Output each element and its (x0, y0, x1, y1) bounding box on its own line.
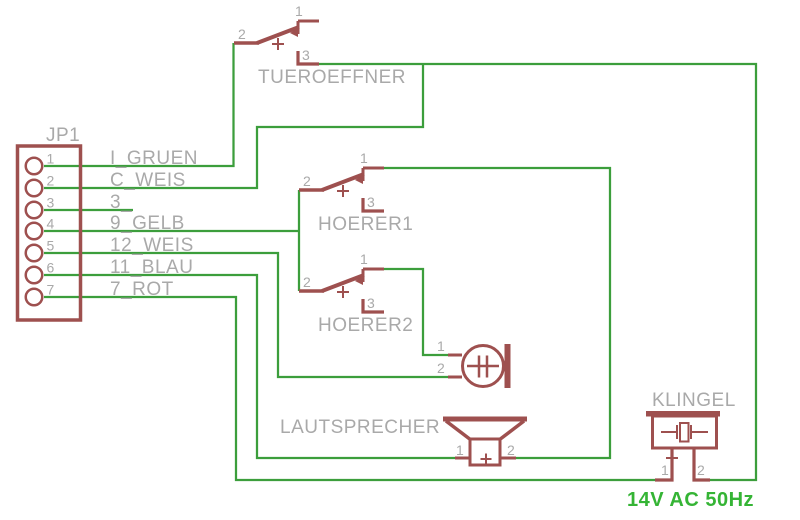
bell-pin2-leg (692, 448, 710, 482)
bell-pin2-label: 2 (697, 462, 705, 478)
net-label-12-weis: 12_WEIS (110, 235, 194, 256)
jp1-pin2-circle (24, 178, 44, 198)
switch-pin3-lead (361, 299, 384, 314)
nets (44, 43, 758, 482)
switch-pin1-label: 1 (360, 150, 368, 166)
switch-pin3-label: 3 (302, 47, 310, 63)
klingel-name-label: KLINGEL (652, 390, 736, 411)
wire-i-gruen (44, 43, 235, 168)
jp1-pin4-circle (24, 221, 44, 241)
klingel-symbol: 1 2 (646, 411, 720, 482)
jp1-pin3-number: 3 (47, 195, 55, 211)
net-label-c-weis: C_WEIS (110, 170, 186, 191)
speaker-horn-right (497, 419, 526, 442)
mic-membrane-bar (504, 344, 511, 388)
mic-body-circle (461, 344, 505, 388)
switch-plus-mark (272, 38, 284, 50)
hoerer2-name-label: HOERER2 (318, 315, 413, 336)
jp1-pin2-number: 2 (47, 173, 55, 189)
switch-pin2-label: 2 (303, 274, 311, 290)
lautsprecher-name-label: LAUTSPRECHER (280, 417, 440, 438)
speaker-plus-mark (480, 453, 492, 465)
jp1-pin6-number: 6 (47, 260, 55, 276)
wire-hoerer1-speaker (384, 166, 612, 460)
switch-contact-arrow (290, 28, 298, 37)
switch-pin3-lead (296, 51, 319, 66)
mic-pin2-label: 2 (437, 360, 445, 376)
hoerer1-switch: 1 2 3 (299, 150, 384, 213)
speaker-pin2-label: 2 (507, 442, 515, 458)
tueroeffner-name-label: TUEROEFFNER (258, 67, 406, 88)
switch-pin1-label: 1 (360, 251, 368, 267)
bell-element-left-lead (661, 425, 678, 439)
speaker-box (468, 437, 502, 467)
switch-contact-arrow (355, 175, 363, 184)
net-label-3: 3_ (110, 192, 132, 213)
wire-7-rot (44, 295, 655, 482)
wire-12-weis (44, 251, 448, 379)
jp1-box (15, 144, 83, 322)
jp1-pin7-circle (24, 287, 44, 307)
jp1-pin7-number: 7 (47, 282, 55, 298)
bell-top-bar (646, 411, 720, 417)
net-label-11-blau: 11_BLAU (110, 257, 193, 278)
switch-pin1-label: 1 (295, 3, 303, 19)
jp1-pin1-number: 1 (47, 151, 55, 167)
bell-plus-mark (666, 452, 678, 464)
wire-c-weis-b (319, 62, 758, 482)
switch-lever (321, 273, 365, 293)
bell-box (651, 414, 718, 450)
jp1-pin5-number: 5 (47, 238, 55, 254)
power-spec-label: 14V AC 50Hz (627, 489, 754, 511)
switch-pin2-label: 2 (238, 26, 246, 42)
jp1-name-label: JP1 (46, 125, 80, 146)
wire-hoerer2-mic (384, 267, 448, 357)
speaker-horn-left (444, 419, 473, 442)
hoerer1-name-label: HOERER1 (318, 214, 413, 235)
tueroeffner-switch: 1 2 3 (234, 3, 319, 66)
bell-pin1-label: 1 (661, 462, 669, 478)
mic-pin1-label: 1 (437, 338, 445, 354)
net-label-9-gelb: 9_GELB (110, 213, 185, 234)
net-labels: I_GRUEN C_WEIS 3_ 9_GELB 12_WEIS 11_BLAU… (110, 148, 198, 300)
jp1-pin4-number: 4 (47, 216, 55, 232)
switch-pin3-label: 3 (367, 194, 375, 210)
lautsprecher-symbol: 1 2 (443, 416, 527, 467)
bell-element-right-lead (690, 425, 708, 439)
hoerer2-switch: 1 2 3 (299, 251, 384, 314)
switch-contact-arrow (355, 276, 363, 285)
net-label-7-rot: 7_ROT (110, 279, 174, 300)
jp1-pin5-circle (24, 243, 44, 263)
jp1-connector: JP1 1 2 3 4 5 6 7 (15, 125, 83, 322)
switch-plus-mark (337, 185, 349, 197)
jp1-pin6-circle (24, 265, 44, 285)
switch-lever (321, 172, 365, 192)
jp1-pin1-circle (24, 156, 44, 176)
bell-element-center (679, 422, 690, 443)
wire-11-blau (44, 273, 455, 460)
switch-plus-mark (337, 286, 349, 298)
microphone-symbol: 1 2 (437, 338, 511, 388)
jp1-pin3-circle (24, 200, 44, 220)
switch-lever (256, 25, 300, 45)
switch-pin3-label: 3 (367, 295, 375, 311)
wire-c-weis-a (44, 64, 425, 190)
speaker-pin1-label: 1 (456, 442, 464, 458)
net-label-i-gruen: I_GRUEN (110, 148, 198, 169)
switch-pin2-label: 2 (303, 173, 311, 189)
switch-pin3-lead (361, 198, 384, 213)
mic-element-lines (467, 355, 499, 378)
